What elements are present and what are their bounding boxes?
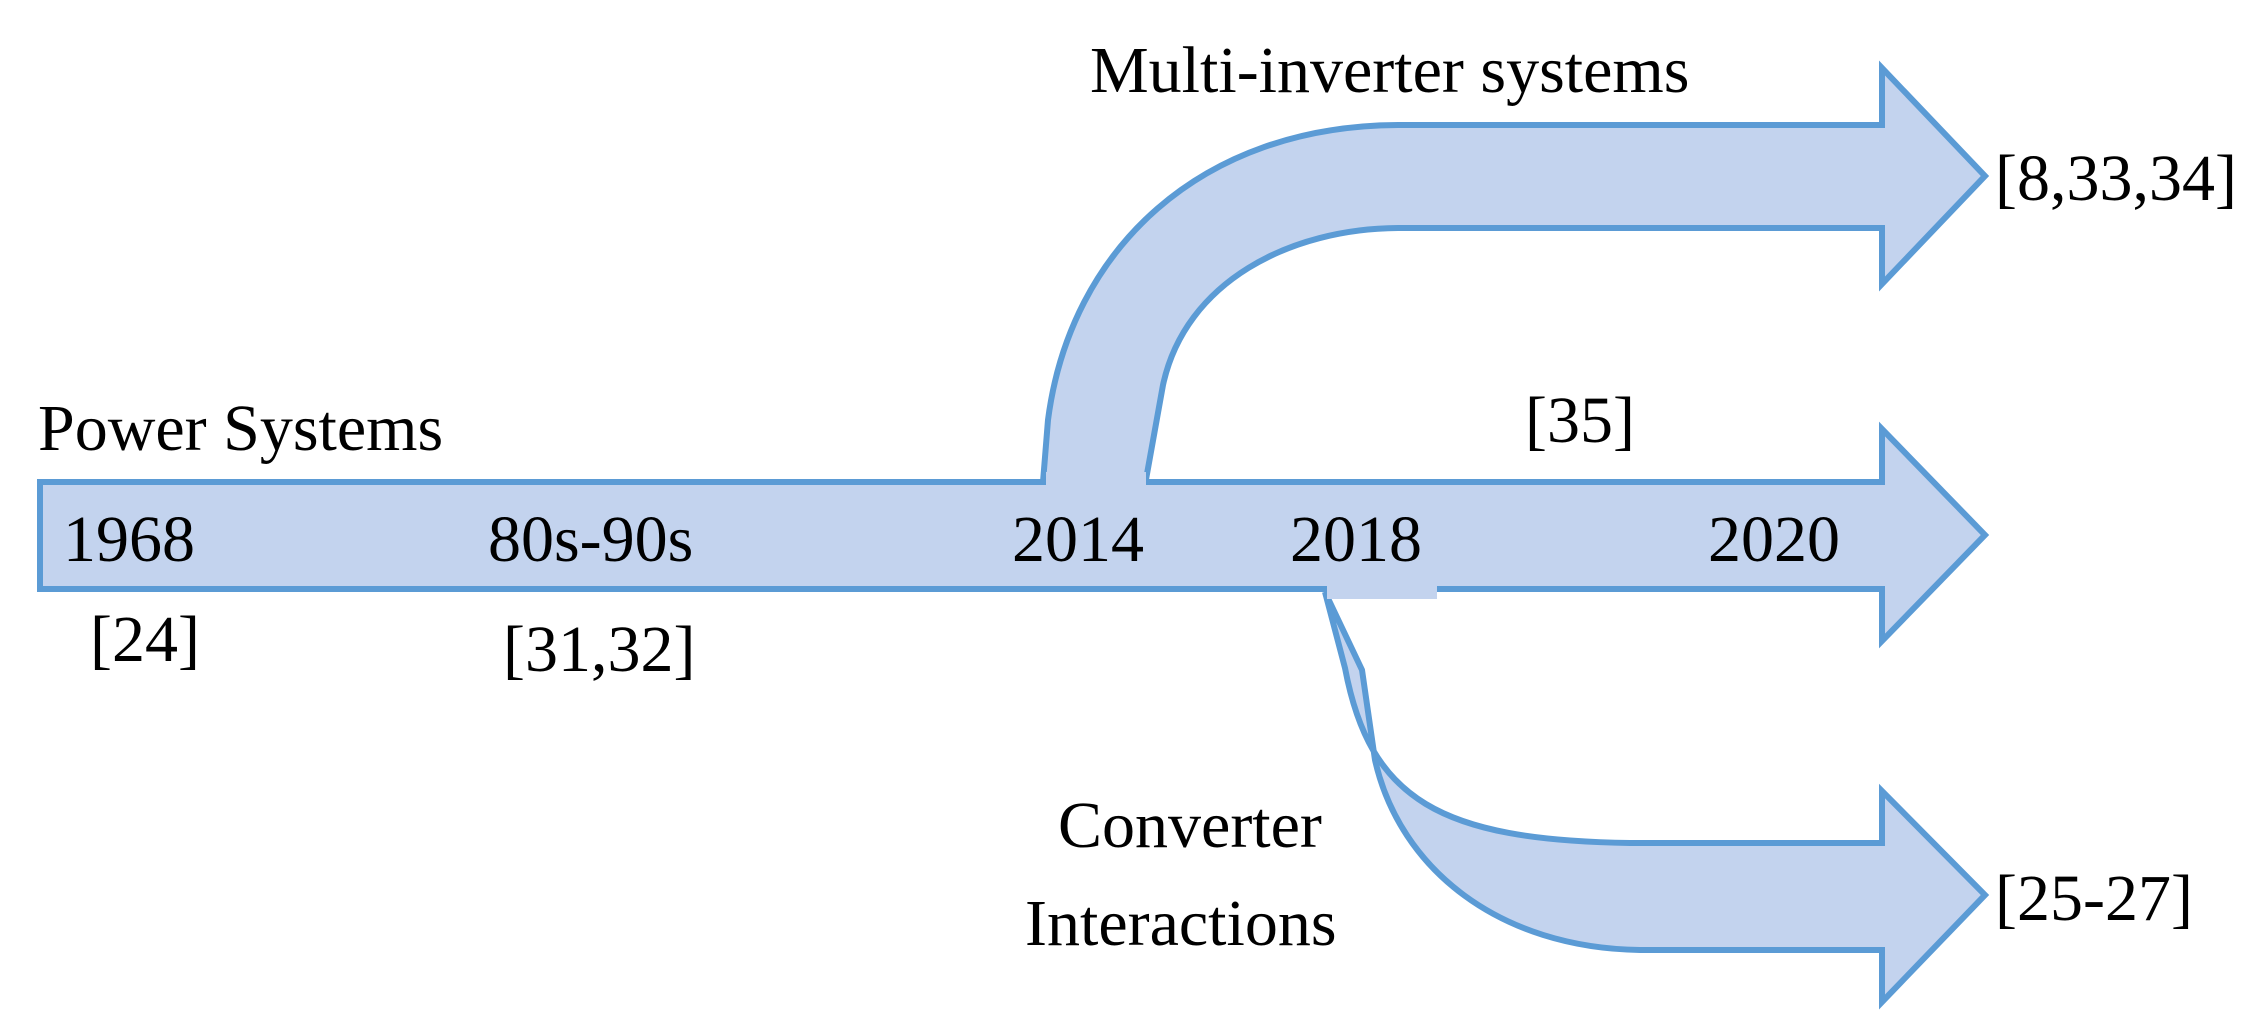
diagram-title: Power Systems xyxy=(38,392,443,465)
reference-lower-end: [25-27] xyxy=(1995,862,2193,935)
reference-1968: [24] xyxy=(90,603,200,676)
reference-main-end: [35] xyxy=(1525,384,1635,457)
upper-branch-arrow xyxy=(1039,60,1990,489)
reference-upper-end: [8,33,34] xyxy=(1995,142,2237,215)
lower-branch-title-line1: Converter xyxy=(1058,789,1322,862)
upper-branch-title: Multi-inverter systems xyxy=(1090,34,1689,107)
lower-branch-seam xyxy=(1327,581,1437,599)
reference-80s-90s: [31,32] xyxy=(503,613,695,686)
upper-branch-seam xyxy=(1046,472,1146,490)
year-label-2020: 2020 xyxy=(1708,503,1840,576)
lower-branch-arrow xyxy=(1322,590,1990,1010)
lower-branch-title-line2: Interactions xyxy=(1025,887,1337,960)
year-label-2014: 2014 xyxy=(1012,503,1144,576)
year-label-1968: 1968 xyxy=(63,503,195,576)
year-label-80s-90s: 80s-90s xyxy=(488,503,693,576)
main-timeline-arrow xyxy=(37,421,1990,649)
year-label-2018: 2018 xyxy=(1290,503,1422,576)
